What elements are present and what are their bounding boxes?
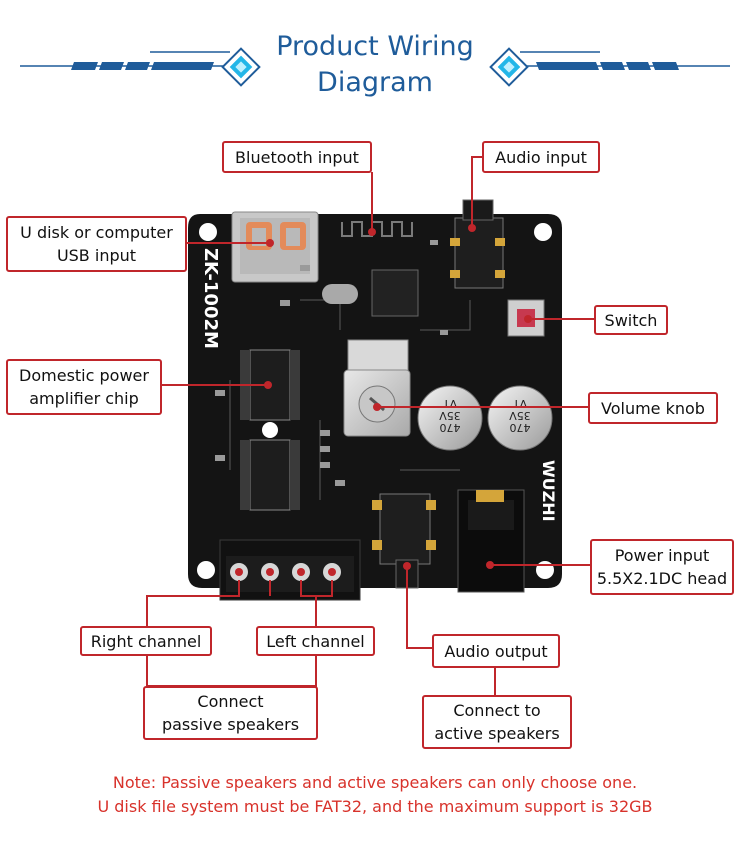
- dot-amp: [264, 381, 272, 389]
- note-line-2: U disk file system must be FAT32, and th…: [97, 797, 653, 816]
- bluetooth-antenna: [341, 221, 413, 237]
- label-volume-knob: Volume knob: [588, 392, 718, 424]
- line-audio-input: [471, 156, 482, 228]
- line-audio-output: [406, 566, 432, 649]
- mounting-hole: [197, 561, 215, 579]
- dot-power: [486, 561, 494, 569]
- diamond-icon-right: [489, 47, 529, 87]
- crystal: [322, 284, 358, 304]
- dc-power-jack: [457, 489, 525, 593]
- label-switch: Switch: [594, 305, 668, 335]
- label-right-channel: Right channel: [80, 626, 212, 656]
- smd-components: [215, 240, 448, 486]
- dot-switch: [524, 315, 532, 323]
- svg-text:35V: 35V: [509, 409, 531, 422]
- mounting-hole: [199, 223, 217, 241]
- audio-input-jack: [450, 199, 505, 289]
- note-line-1: Note: Passive speakers and active speake…: [112, 773, 638, 792]
- dot-bluetooth: [368, 228, 376, 236]
- title-decoration-right: [518, 51, 730, 70]
- line-left-channel-b: [316, 580, 333, 597]
- label-audio-output: Audio output: [432, 634, 560, 668]
- board-model-text: ZK-1002M: [200, 248, 221, 349]
- svg-text:35V: 35V: [439, 409, 461, 422]
- label-left-channel: Left channel: [256, 626, 375, 656]
- dot-usb: [266, 239, 274, 247]
- mounting-hole: [534, 223, 552, 241]
- bluetooth-chip: [371, 269, 419, 317]
- board-brand-text: WUZHI: [539, 460, 558, 522]
- dot-audio-input: [468, 224, 476, 232]
- line-left-channel: [300, 580, 317, 626]
- dot-audio-output: [403, 562, 411, 570]
- title-decoration: [20, 47, 730, 87]
- line-right-channel: [146, 580, 240, 626]
- label-audio-input: Audio input: [482, 141, 600, 173]
- speaker-terminal-block: [219, 539, 361, 601]
- mounting-hole: [262, 422, 278, 438]
- title-decoration-left: [20, 51, 232, 70]
- capacitor-right: 470 35V VT: [487, 385, 553, 451]
- diamond-icon-left: [221, 47, 261, 87]
- svg-text:470: 470: [440, 421, 461, 434]
- line-passive: [146, 654, 317, 687]
- usb-port: [231, 211, 319, 283]
- label-bluetooth-input: Bluetooth input: [222, 141, 372, 173]
- title-line-1: Product Wiring: [276, 31, 474, 62]
- svg-text:470: 470: [510, 421, 531, 434]
- amplifier-chip-2: [240, 439, 300, 511]
- title-line-2: Diagram: [317, 67, 433, 98]
- dot-volume: [373, 403, 381, 411]
